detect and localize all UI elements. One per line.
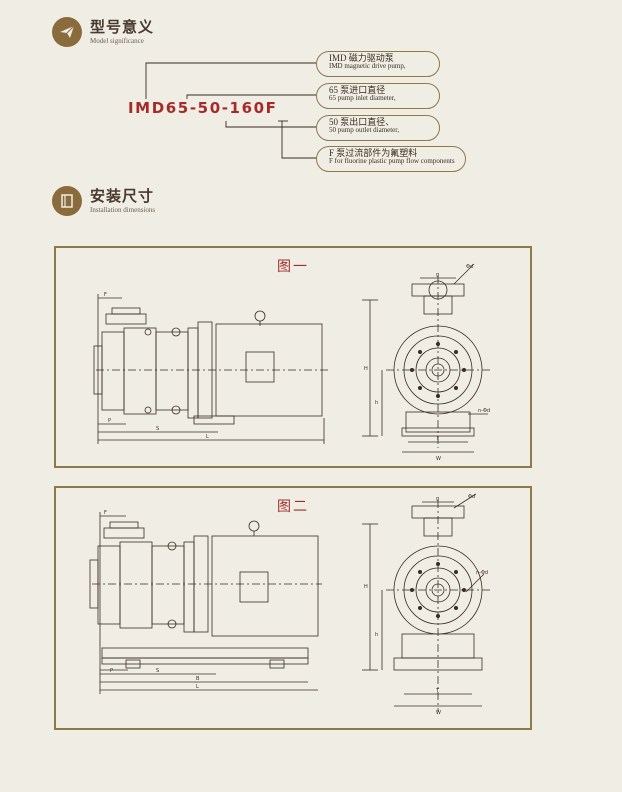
section-title-en: Installation dimensions [90,205,156,214]
pump-drawing-2: F P S B L H h T W g Φd n-Φd [89,493,492,716]
meaning-en: IMD magnetic drive pump, [329,62,406,71]
section-title-cn: 安装尺寸 [90,186,155,205]
dim-label: n-Φd [476,570,488,576]
dim-label: h [375,632,378,638]
dim-label: H [364,584,368,590]
figure-title: 图一 [277,259,309,275]
dim-label: W [436,456,441,462]
meaning-en: 50 pump outlet diameter, [329,126,400,135]
dim-label: Φd [466,264,473,270]
model-code: IMD65-50-160F [128,99,278,117]
meaning-en: F for fluorine plastic pump flow compone… [329,157,455,166]
figure-title: 图二 [277,499,309,515]
dim-label: L [206,434,209,440]
meaning-cn: 50 泵出口直径、 [329,117,395,127]
dim-label: S [156,668,159,674]
section-header-model: 型号意义 Model significance [52,17,154,47]
dim-label: Φd [468,494,475,500]
meaning-item: IMD 磁力驱动泵 IMD magnetic drive pump, [316,51,440,77]
meaning-cn: IMD 磁力驱动泵 [329,53,394,63]
model-connector-lines [145,62,316,159]
dim-label: n-Φd [478,408,490,414]
section-title-cn: 型号意义 [90,17,155,36]
section-header-installation: 安装尺寸 Installation dimensions [52,186,155,216]
pump-drawing-1: F P S L H h T W g Φd n-Φd [93,263,492,462]
paper-plane-icon [52,17,82,47]
dim-label: W [436,710,441,716]
section-title-en: Model significance [90,36,144,45]
dim-label: B [196,676,200,682]
figure-1-panel: 图一 [54,246,532,468]
dim-label: g [436,496,439,502]
dim-label: P [110,668,113,674]
dim-label: H [364,366,368,372]
dim-label: S [156,426,159,432]
dim-label: T [435,688,440,694]
meaning-item: F 泵过流部件为氟塑料 F for fluorine plastic pump … [316,146,466,172]
meaning-cn: 65 泵进口直径 [329,85,386,95]
meaning-cn: F 泵过流部件为氟塑料 [329,148,418,158]
meaning-item: 65 泵进口直径 65 pump inlet diameter, [316,83,440,109]
book-icon [52,186,82,216]
dim-label: h [375,400,378,406]
dim-label: P [108,418,111,424]
meaning-item: 50 泵出口直径、 50 pump outlet diameter, [316,115,440,141]
dim-label: g [436,272,439,278]
dim-label: T [435,436,440,442]
dim-label: F [104,292,107,298]
dim-label: F [104,510,107,516]
figure-2-panel: 图二 [54,486,532,730]
meaning-en: 65 pump inlet diameter, [329,94,396,103]
dim-label: L [196,684,199,690]
